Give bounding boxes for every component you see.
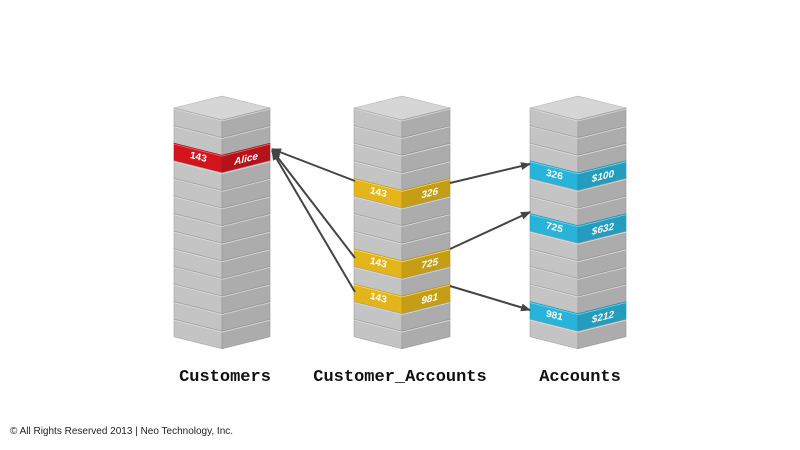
highlighted-row-accounts-2: 981$212 — [529, 301, 627, 332]
highlighted-row-accounts-0: 326$100 — [529, 160, 627, 191]
stack-slab — [173, 318, 271, 350]
stack-slab — [529, 142, 627, 174]
stack-slab — [353, 160, 451, 191]
stack-slab — [353, 125, 451, 156]
arrow-link2-to-account-725 — [449, 211, 531, 250]
relationship-arrows — [271, 148, 531, 312]
stack-slab — [173, 213, 271, 244]
row-value-text: 981 — [421, 292, 438, 307]
arrow-link3-to-alice — [271, 150, 356, 293]
stack-slab — [353, 142, 451, 174]
stack-slab — [353, 318, 451, 350]
highlighted-row-accounts-1: 725$632 — [529, 213, 627, 244]
copyright-notice: © All Rights Reserved 2013 | Neo Technol… — [10, 426, 234, 437]
row-key-text: 143 — [370, 256, 387, 271]
stack-slab — [173, 283, 271, 314]
arrow-link3-to-account-981 — [449, 285, 531, 312]
stack-slab — [529, 318, 627, 350]
row-key-text: 143 — [190, 150, 207, 165]
row-value-text: 725 — [421, 257, 438, 272]
customers-table-label: Customers — [179, 368, 271, 387]
stack-slab — [173, 266, 271, 297]
stack-slab — [529, 230, 627, 262]
highlighted-row-customer_accounts-1: 143 725 — [353, 248, 451, 279]
customer-accounts-table-stack: 143 326 143 725 143 981 — [353, 95, 451, 350]
row-value-text: 326 — [421, 186, 438, 201]
row-key-text: 143 — [370, 291, 387, 306]
accounts-table-label: Accounts — [539, 368, 621, 387]
stack-slab — [529, 283, 627, 314]
stack-slab — [353, 195, 451, 226]
row-key-text: 981 — [546, 309, 563, 324]
arrow-link1-to-account-326 — [449, 162, 531, 184]
row-key-text: 143 — [370, 185, 387, 200]
highlighted-row-customer_accounts-0: 143 326 — [353, 178, 451, 209]
stack-slab — [529, 107, 627, 138]
stack-slab — [173, 301, 271, 332]
arrow-link2-to-alice — [271, 149, 356, 259]
stack-slab — [353, 107, 451, 138]
row-key-text: 326 — [546, 168, 563, 183]
customer-accounts-table-label: Customer_Accounts — [313, 368, 487, 387]
stack-slab — [529, 195, 627, 226]
accounts-table-stack: 326$100 725$632 981$212 — [529, 95, 627, 350]
row-key-text: 725 — [546, 221, 563, 236]
stack-slab — [173, 230, 271, 262]
arrow-link1-to-alice — [271, 148, 356, 182]
